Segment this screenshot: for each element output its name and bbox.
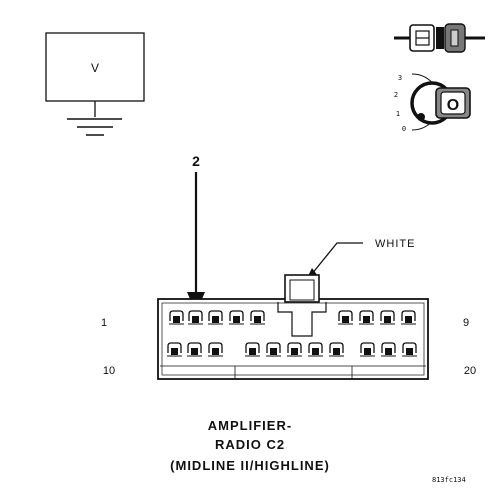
pin-cavity-5 [250,310,265,325]
pin-cavity-11 [187,342,202,357]
pin-cavity-9 [401,310,416,325]
pin-cavity-12 [208,342,223,357]
caption-line-2: RADIO C2 [214,437,286,452]
pin-label-first-bottom: 10 [103,365,115,377]
color-callout: WHITE [305,238,415,282]
pin-label-last-bottom: 20 [464,365,476,377]
caption-line-1: AMPLIFIER- [207,418,293,433]
ground-icon [67,118,122,136]
figure-reference: 813fc134 [432,476,466,484]
pin-cavity-6 [338,310,353,325]
connector-body [157,274,429,380]
ignition-pos-1: 1 [396,110,400,118]
pin-cavity-4 [229,310,244,325]
connector-plug-icon [394,23,485,53]
ignition-pos-2: 2 [394,91,398,99]
pin-cavity-1 [169,310,184,325]
pin-cavity-8 [380,310,395,325]
connector-pins [167,310,417,357]
ignition-pos-0: 0 [402,125,406,133]
pin-callout-label: 2 [192,153,200,169]
pin-cavity-18 [360,342,375,357]
pin-cavity-16 [308,342,323,357]
connector-color-label: WHITE [375,238,415,250]
ignition-pos-3: 3 [398,74,402,82]
pin-cavity-20 [402,342,417,357]
pin-label-first-top: 1 [101,317,107,329]
key-label: O [447,97,459,114]
ignition-switch-icon: 3 2 1 0 O [394,73,471,133]
pin-cavity-17 [329,342,344,357]
pin-cavity-19 [381,342,396,357]
pin-label-last-top: 9 [463,317,469,329]
pin-cavity-13 [245,342,260,357]
pin-cavity-2 [188,310,203,325]
voltmeter: V [45,32,145,136]
pin-cavity-7 [359,310,374,325]
probe-arrow: 2 [187,153,205,313]
caption-line-3: (MIDLINE II/HIGHLINE) [170,458,330,473]
voltmeter-label: V [91,61,99,75]
pin-cavity-14 [266,342,281,357]
pin-cavity-10 [167,342,182,357]
pin-cavity-15 [287,342,302,357]
pin-cavity-3 [208,310,223,325]
